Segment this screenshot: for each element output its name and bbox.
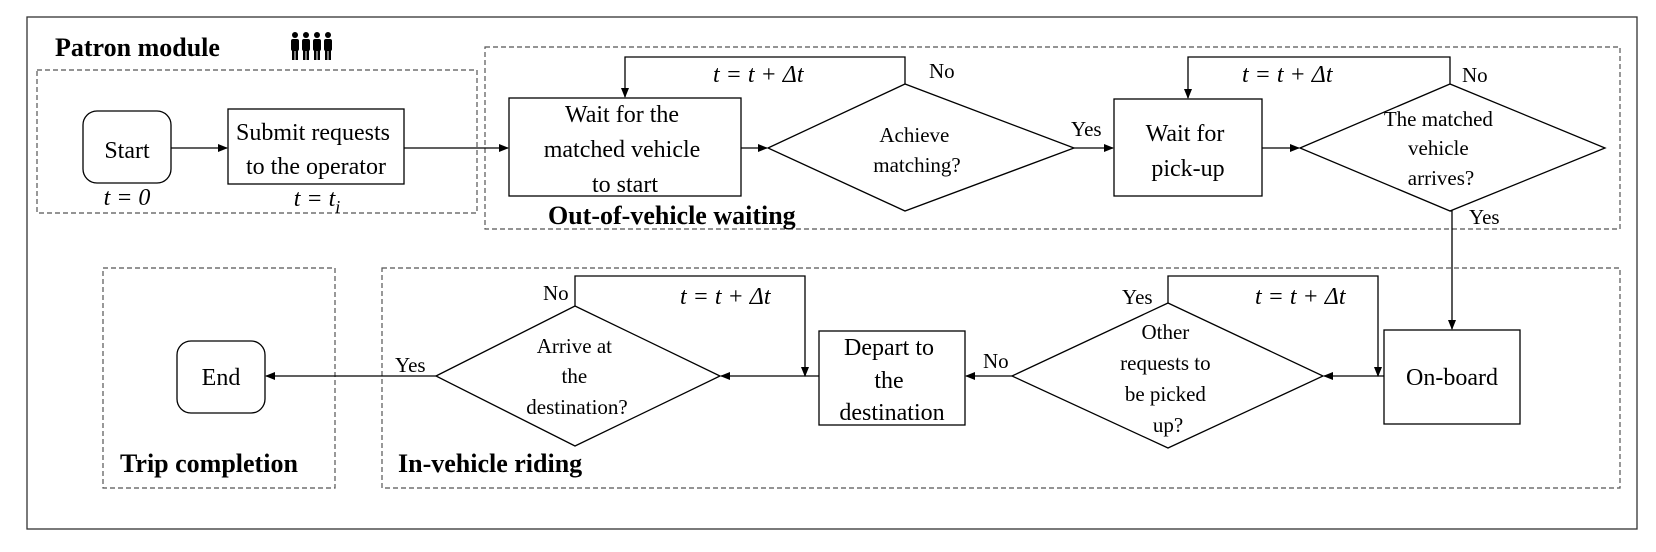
- no-label-achieve: No: [929, 59, 955, 83]
- ti-label: t = ti: [294, 186, 341, 217]
- other-line-2: requests to: [1120, 351, 1210, 375]
- arrive-line-1: Arrive at: [537, 334, 612, 358]
- end-label: End: [202, 365, 241, 391]
- loop-arrives-no: [1184, 56, 1451, 99]
- no-label-arrives: No: [1462, 63, 1488, 87]
- arrow-arrives-yes-to-onboard: [1448, 210, 1456, 330]
- wait-pickup-text: Wait for pick-up: [1146, 121, 1231, 182]
- request-section-frame: [36, 69, 478, 214]
- wait-pickup-line-1: Wait for: [1146, 121, 1225, 147]
- in-vehicle-section-frame: [381, 267, 1621, 489]
- depart-line-1: Depart to: [844, 335, 934, 361]
- yes-label-other: Yes: [1122, 285, 1153, 309]
- yes-label-achieve: Yes: [1071, 117, 1102, 141]
- arrives-line-2: vehicle: [1408, 136, 1469, 160]
- vehicle-arrives-decision: [1298, 83, 1607, 212]
- wait-match-node: [508, 97, 742, 197]
- submit-line-1: Submit requests: [236, 120, 390, 146]
- depart-line-2: the: [874, 368, 903, 394]
- dt-label-2: t = t + Δt: [1242, 62, 1334, 88]
- wait-match-line-2: matched vehicle: [544, 137, 701, 163]
- trip-completion-section-frame: [102, 267, 336, 489]
- arrives-line-3: arrives?: [1408, 166, 1474, 190]
- vehicle-arrives-text: The matched vehicle arrives?: [1384, 107, 1498, 190]
- dt-label-1: t = t + Δt: [713, 62, 805, 88]
- no-label-other: No: [983, 349, 1009, 373]
- achieve-line-2: matching?: [873, 153, 960, 177]
- arrive-line-2: the: [562, 364, 588, 388]
- ti-subscript: i: [335, 197, 340, 217]
- dt-label-3: t = t + Δt: [680, 284, 772, 310]
- out-of-vehicle-title: Out-of-vehicle waiting: [548, 201, 796, 230]
- outer-frame: [26, 16, 1638, 530]
- trip-completion-title: Trip completion: [120, 449, 298, 478]
- wait-pickup-line-2: pick-up: [1151, 156, 1224, 182]
- achieve-matching-decision: [766, 83, 1076, 212]
- out-of-vehicle-section-frame: [484, 46, 1621, 230]
- onboard-label: On-board: [1406, 365, 1498, 391]
- yes-label-arrive: Yes: [395, 353, 426, 377]
- depart-line-3: destination: [839, 400, 944, 426]
- in-vehicle-title: In-vehicle riding: [398, 449, 582, 478]
- t0-label: t = 0: [104, 185, 151, 211]
- onboard-node: [1383, 329, 1521, 425]
- loop-achieve-no: [621, 56, 906, 98]
- achieve-line-1: Achieve: [879, 123, 949, 147]
- loop-arrive-no: [574, 275, 809, 377]
- module-title: Patron module: [55, 33, 220, 62]
- start-label: Start: [104, 138, 150, 164]
- wait-pickup-node: [1113, 98, 1263, 197]
- loop-other-yes: [1167, 275, 1382, 377]
- wait-match-line-3: to start: [592, 172, 658, 198]
- arrives-line-1: The matched: [1384, 107, 1494, 131]
- other-line-3: be picked: [1125, 382, 1207, 406]
- submit-requests-node: [227, 108, 405, 185]
- people-icon: [291, 32, 332, 60]
- no-label-arrive: No: [543, 281, 569, 305]
- wait-match-line-1: Wait for the: [565, 102, 679, 128]
- other-requests-text: Other requests to be picked up?: [1120, 320, 1216, 437]
- submit-line-2: to the operator: [246, 154, 386, 180]
- submit-requests-text: Submit requests to the operator: [236, 120, 396, 180]
- wait-match-text: Wait for the matched vehicle to start: [544, 102, 707, 198]
- yes-label-arrives: Yes: [1469, 205, 1500, 229]
- depart-node: [818, 330, 966, 426]
- arrive-destination-text: Arrive at the destination?: [526, 334, 627, 419]
- arrive-line-3: destination?: [526, 395, 627, 419]
- ti-main: t = t: [294, 186, 337, 212]
- start-node: [82, 110, 172, 184]
- achieve-matching-text: Achieve matching?: [873, 123, 960, 177]
- depart-text: Depart to the destination: [839, 335, 944, 426]
- other-line-4: up?: [1153, 413, 1183, 437]
- other-line-1: Other: [1141, 320, 1189, 344]
- dt-label-4: t = t + Δt: [1255, 284, 1347, 310]
